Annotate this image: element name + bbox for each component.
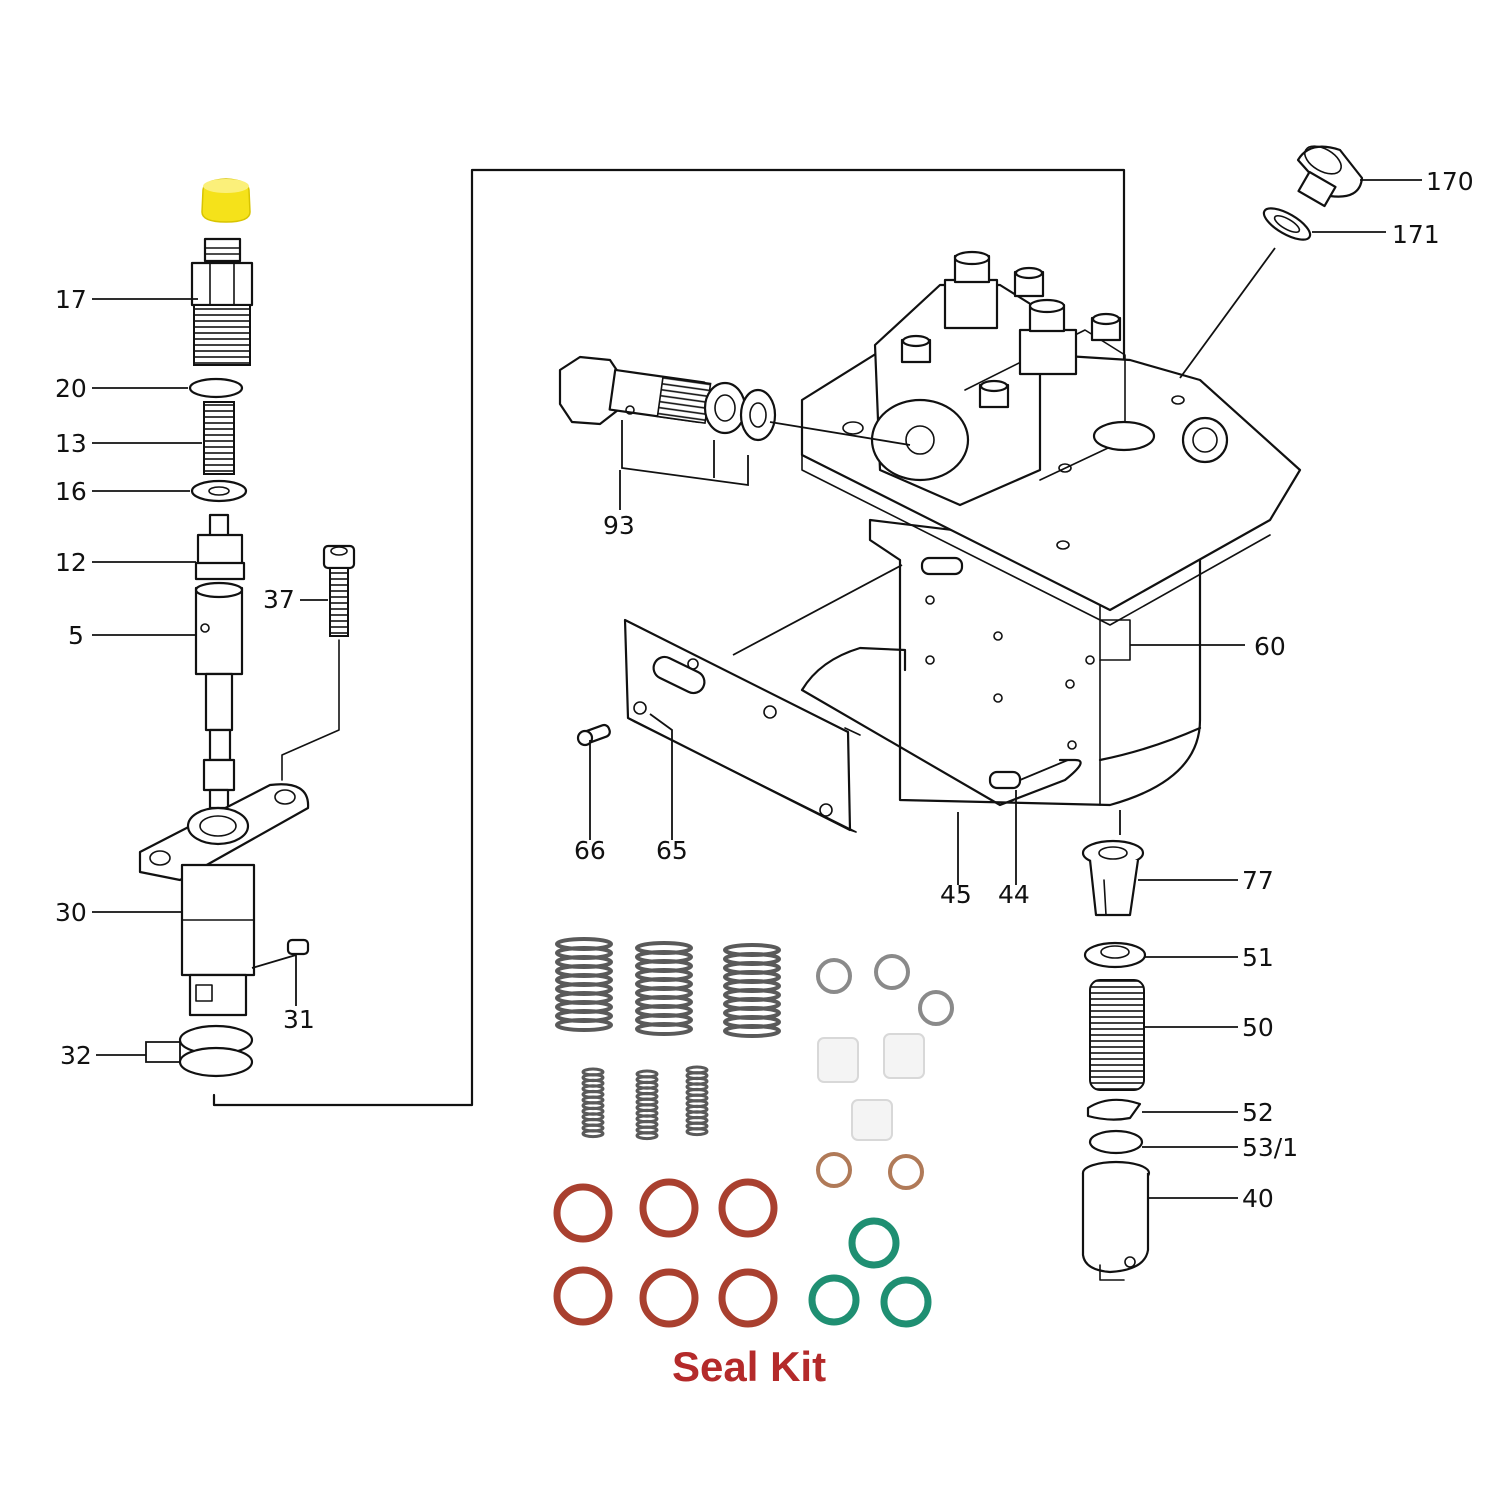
label-37: 37 — [263, 585, 295, 614]
label-50: 50 — [1242, 1013, 1274, 1042]
spring-13 — [203, 401, 235, 475]
label-17: 17 — [55, 285, 87, 314]
label-12: 12 — [55, 548, 87, 577]
plug-guide-line — [1179, 247, 1276, 379]
label-171: 171 — [1392, 220, 1440, 249]
delivery-valve-12 — [194, 513, 246, 581]
seal-kit-rings — [553, 954, 954, 1328]
label-20: 20 — [55, 374, 87, 403]
tappet-40 — [1081, 1160, 1151, 1281]
spring-50 — [1089, 979, 1145, 1091]
o-ring — [553, 1266, 613, 1326]
label-45: 45 — [940, 880, 972, 909]
o-ring — [639, 1268, 699, 1328]
small-spring-coil — [635, 1131, 659, 1141]
screw-66 — [576, 723, 611, 747]
label-51: 51 — [1242, 943, 1274, 972]
o-ring — [718, 1178, 778, 1238]
cover-plate-65 — [623, 618, 857, 833]
washer-51 — [1083, 941, 1147, 969]
spring-coil — [723, 1024, 781, 1038]
plate-guide-line — [732, 564, 903, 656]
o-ring-20 — [188, 377, 244, 399]
label-52: 52 — [1242, 1098, 1274, 1127]
connection-frame-line — [212, 168, 1126, 1107]
label-66: 66 — [574, 836, 606, 865]
washer-171 — [1262, 207, 1312, 241]
label-60: 60 — [1254, 632, 1286, 661]
label-5: 5 — [68, 621, 84, 650]
label-170: 170 — [1426, 167, 1474, 196]
o-ring — [639, 1178, 699, 1238]
small-spring-coil — [685, 1127, 709, 1137]
o-ring — [553, 1183, 613, 1243]
dust-cap-top — [203, 179, 249, 193]
screw-plug-170 — [1296, 145, 1364, 208]
small-springs — [581, 1065, 709, 1141]
bolt-93-bracket — [621, 420, 749, 487]
flange-plate — [138, 783, 310, 882]
label-44: 44 — [998, 880, 1030, 909]
pump-element-30 — [180, 863, 256, 1017]
label-16: 16 — [55, 477, 87, 506]
spring-seat-77 — [1081, 839, 1145, 917]
seat-53-1 — [1088, 1129, 1144, 1155]
large-springs — [555, 937, 781, 1038]
label-53-1: 53/1 — [1242, 1133, 1298, 1162]
spring-coil — [635, 1022, 693, 1036]
clip-52 — [1086, 1098, 1142, 1121]
leader-lines — [92, 179, 1422, 1199]
small-spring-coil — [581, 1129, 605, 1139]
ring-32 — [178, 1024, 254, 1078]
screw-37-guide — [281, 639, 340, 781]
wire-45 — [800, 646, 1082, 807]
label-30: 30 — [55, 898, 87, 927]
screw-44 — [988, 759, 1069, 790]
delivery-valve-holder-17 — [190, 237, 254, 366]
part-labels: 17 20 13 16 12 5 37 30 31 32 93 60 65 66… — [55, 167, 1474, 1213]
bolt-guide-line — [769, 421, 911, 446]
o-ring — [918, 990, 954, 1026]
o-ring — [718, 1268, 778, 1328]
o-ring — [888, 1154, 924, 1190]
banjo-bolt-93 — [558, 355, 777, 442]
washer-16 — [190, 479, 248, 503]
seal-kit-caption: Seal Kit — [672, 1343, 826, 1390]
o-ring — [808, 1274, 860, 1326]
plunger-barrel-5 — [194, 581, 244, 810]
o-ring — [874, 954, 910, 990]
label-40: 40 — [1242, 1184, 1274, 1213]
o-ring — [880, 1276, 932, 1328]
label-13: 13 — [55, 429, 87, 458]
pin-31 — [286, 938, 310, 956]
ptfe-rings — [817, 1033, 925, 1141]
yellow-dust-cap — [201, 178, 251, 223]
pump-body — [800, 250, 1302, 807]
label-77: 77 — [1242, 866, 1274, 895]
label-65: 65 — [656, 836, 688, 865]
o-ring — [816, 1152, 852, 1188]
label-32: 32 — [60, 1041, 92, 1070]
seal-kit-photo: Seal Kit — [553, 937, 954, 1390]
o-ring — [816, 958, 852, 994]
o-ring — [848, 1217, 900, 1269]
label-31: 31 — [283, 1005, 315, 1034]
spring-coil — [555, 1018, 613, 1032]
label-93: 93 — [603, 511, 635, 540]
screw-37 — [322, 544, 356, 637]
